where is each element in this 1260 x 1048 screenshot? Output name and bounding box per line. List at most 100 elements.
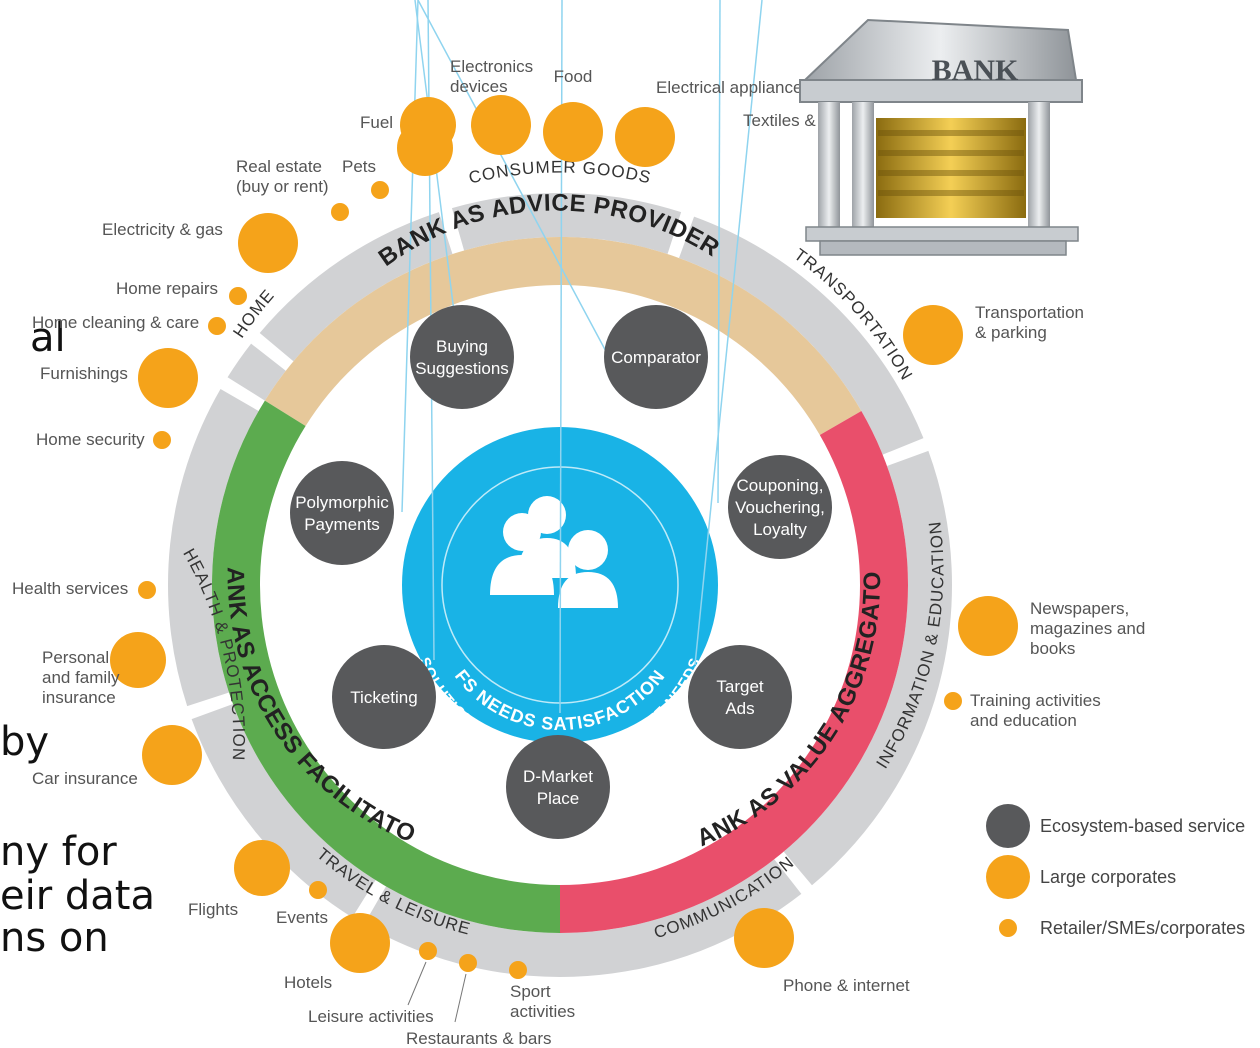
sector-label-consumer-goods: CONSUMER GOODS	[467, 158, 653, 188]
company-dot-health-services	[138, 581, 156, 599]
sector-segment-home-b	[227, 343, 286, 401]
item-label-sport: activities	[510, 1002, 575, 1021]
item-label-fuel: Fuel	[360, 113, 393, 132]
connector-line	[401, 0, 419, 513]
role-ring	[211, 236, 908, 933]
item-label-newspapers: books	[1030, 639, 1075, 658]
item-label-restaurants: Restaurants & bars	[406, 1029, 552, 1048]
connector-line	[717, 0, 721, 504]
sector-segment-travel	[191, 704, 376, 918]
service-label: Comparator	[611, 348, 701, 367]
item-label-events: Events	[276, 908, 328, 927]
sector-segment-transportation	[679, 216, 924, 455]
company-dot-newspapers	[958, 596, 1018, 656]
company-dot-hotels	[330, 913, 390, 973]
cropped-text-fragment: by	[0, 719, 50, 765]
service-node	[410, 305, 514, 409]
sector-segment-home	[259, 212, 453, 362]
company-dot-textiles	[615, 107, 675, 167]
service-label: Couponing,	[737, 476, 824, 495]
company-dot-flights	[234, 840, 290, 896]
service-node	[728, 455, 832, 559]
item-label-health-services: Health services	[12, 579, 128, 598]
cropped-text-fragment: eir data	[0, 873, 155, 919]
item-label-training: Training activities	[970, 691, 1101, 710]
company-dot-leisure	[419, 942, 437, 960]
company-dot-electricity	[238, 213, 298, 273]
item-label-sport: Sport	[510, 982, 551, 1001]
item-label-phone: Phone & internet	[783, 976, 910, 995]
company-dot-furnishings	[138, 348, 198, 408]
service-node	[290, 461, 394, 565]
item-label-personal-insurance: insurance	[42, 688, 116, 707]
sector-segment-communication	[364, 859, 802, 977]
cropped-text-fragment: ny for	[0, 829, 117, 875]
item-label-electronics: devices	[450, 77, 508, 96]
item-label-textiles: Textiles &	[743, 111, 816, 130]
service-label: Payments	[304, 515, 380, 534]
company-dot-sport	[509, 961, 527, 979]
item-label-real-estate: (buy or rent)	[236, 177, 329, 196]
item-label-food: Food	[554, 67, 593, 86]
role-segment-aggregator	[560, 411, 908, 933]
sector-segment-information	[783, 450, 952, 886]
company-dot-training	[944, 692, 962, 710]
role-segment-facilitator	[211, 400, 560, 933]
service-label: D-Market	[523, 767, 593, 786]
service-label: Suggestions	[415, 359, 509, 378]
item-label-appliances: Electrical appliances	[656, 78, 811, 97]
company-dot-appliances	[543, 102, 603, 162]
item-label-car-insurance: Car insurance	[32, 769, 138, 788]
connector-line	[694, 0, 763, 666]
sector-segment-health	[168, 389, 259, 707]
service-label: Loyalty	[753, 520, 807, 539]
service-label: Vouchering,	[735, 498, 825, 517]
bank-logo-text: BANK	[932, 54, 1019, 87]
company-dot-personal-insurance	[110, 632, 166, 688]
service-node	[332, 645, 436, 749]
item-label-furnishings: Furnishings	[40, 364, 128, 383]
sector-ring	[168, 192, 952, 977]
service-label: Ticketing	[350, 688, 417, 707]
company-dot-phone	[734, 908, 794, 968]
cropped-text-fragment: al	[30, 315, 66, 361]
item-label-newspapers: magazines and	[1030, 619, 1145, 638]
item-label-hotels: Hotels	[284, 973, 332, 992]
company-dot-fuel	[397, 120, 453, 176]
leader-line	[454, 973, 467, 1023]
item-label-electronics: Electronics	[450, 57, 533, 76]
item-label-real-estate: Real estate	[236, 157, 322, 176]
item-label-personal-insurance: and family	[42, 668, 120, 687]
service-label: Buying	[436, 337, 488, 356]
people-icon	[490, 496, 618, 608]
company-dot-car-insurance	[142, 725, 202, 785]
company-dot-events	[309, 881, 327, 899]
cropped-text-fragment: ns on	[0, 915, 109, 961]
item-label-pets: Pets	[342, 157, 376, 176]
company-dot-pets	[371, 181, 389, 199]
legend-label: Retailer/SMEs/corporates	[1040, 918, 1245, 938]
item-label-newspapers: Newspapers,	[1030, 599, 1129, 618]
leader-line	[407, 961, 427, 1006]
legend-label: Large corporates	[1040, 867, 1176, 887]
legend-swatch	[999, 919, 1017, 937]
company-dot-restaurants	[459, 954, 477, 972]
legend-label: Ecosystem-based service	[1040, 816, 1245, 836]
item-label-transport-parking: & parking	[975, 323, 1047, 342]
item-label-personal-insurance: Personal	[42, 648, 109, 667]
company-dot-transport-parking	[903, 305, 963, 365]
company-dot-home-repairs	[229, 287, 247, 305]
service-label: Place	[537, 789, 580, 808]
legend-swatch	[986, 804, 1030, 848]
role-segment-advice	[264, 236, 862, 435]
legend-swatch	[986, 855, 1030, 899]
service-label: Ads	[725, 699, 754, 718]
service-label: Polymorphic	[295, 493, 389, 512]
item-label-flights: Flights	[188, 900, 238, 919]
service-node	[688, 645, 792, 749]
